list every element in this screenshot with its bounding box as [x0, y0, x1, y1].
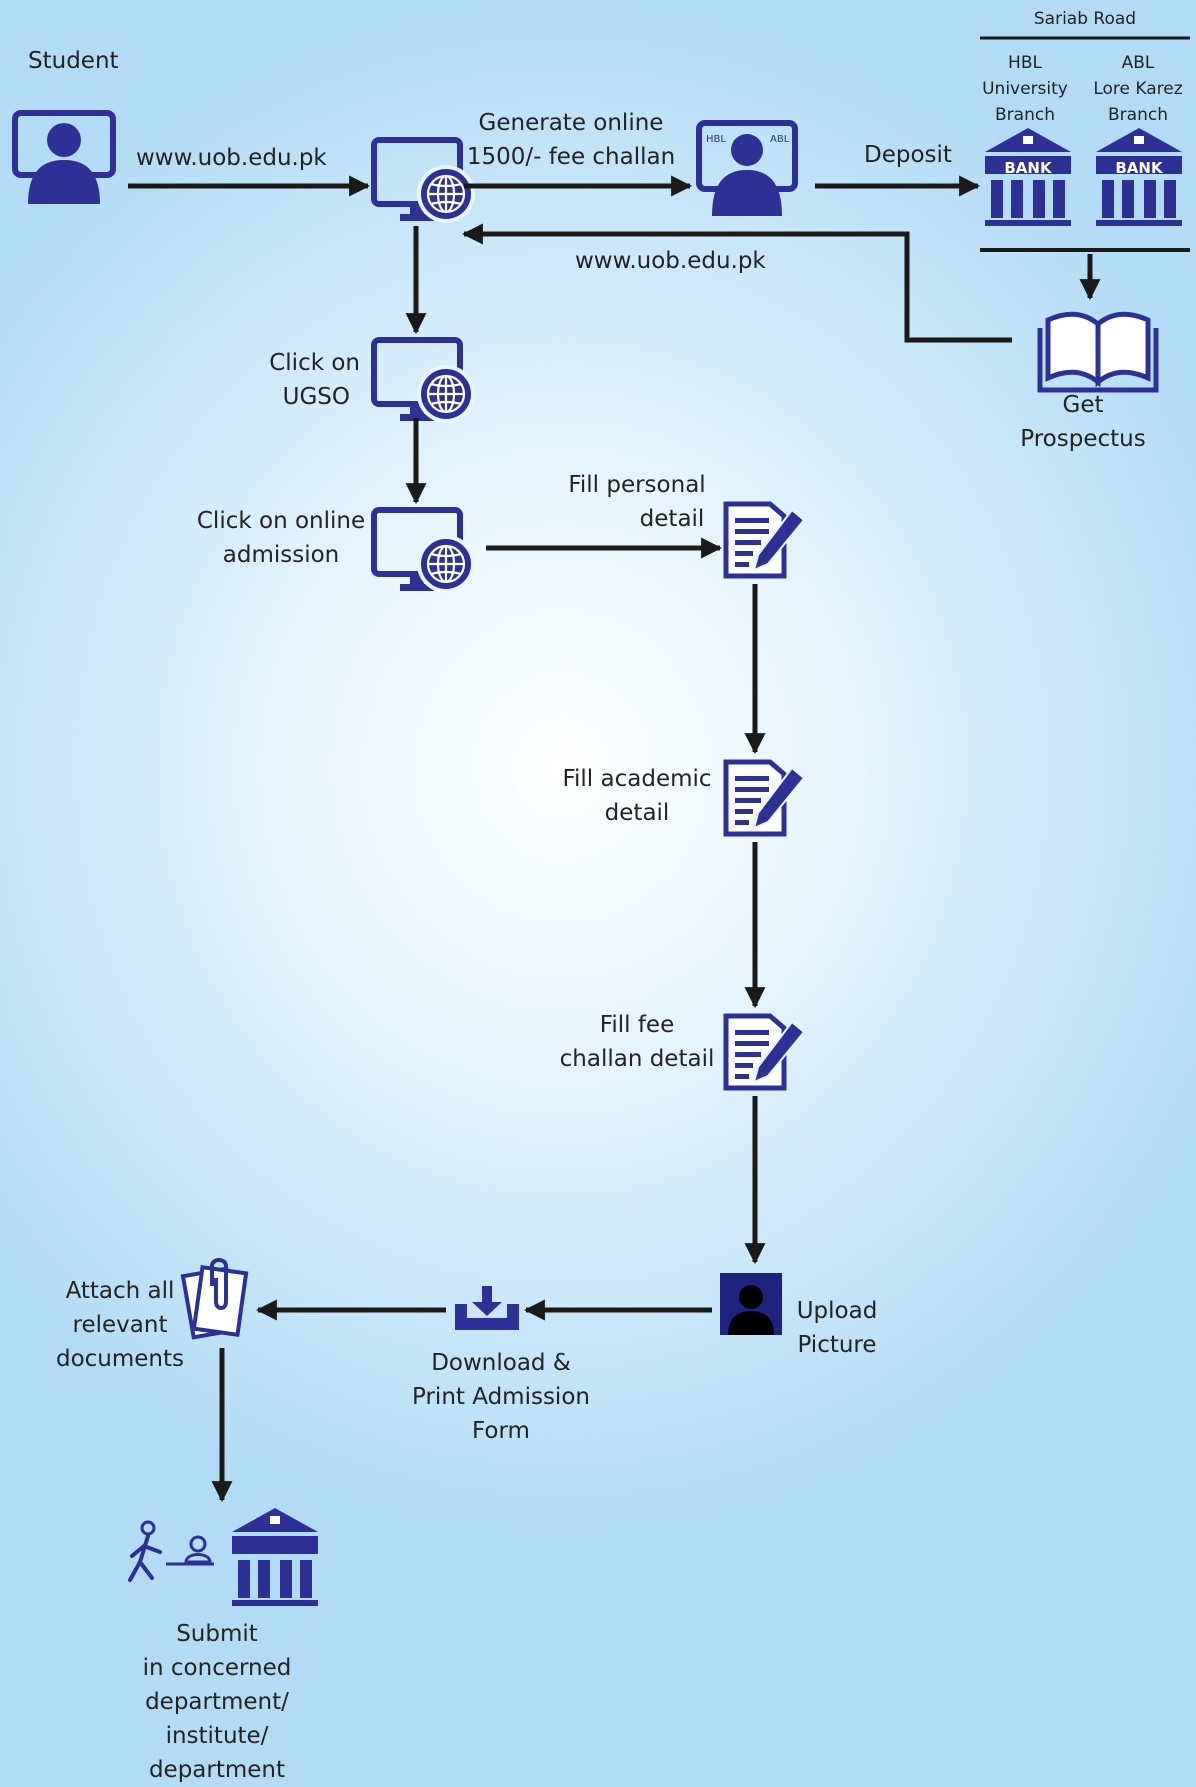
ugso-line-1: Click on — [269, 350, 360, 376]
attach-line-1: Attach all — [65, 1278, 175, 1304]
academic-detail-label: Fill academic detail — [550, 762, 724, 830]
hbl-line-3: Branch — [995, 105, 1055, 125]
form-edit-icon-academic — [726, 762, 804, 834]
abl-line-1: ABL — [1121, 53, 1155, 73]
attach-line-3: documents — [55, 1346, 185, 1372]
prospectus-line-2: Prospectus — [1020, 426, 1146, 452]
paperclip-documents-icon — [180, 1258, 249, 1340]
generate-line-1: Generate online — [478, 110, 664, 136]
person-walking-desk-icon — [128, 1520, 214, 1582]
academic-line-1: Fill academic — [562, 766, 712, 792]
person-monitor-icon — [12, 110, 116, 204]
url-label: www.uob.edu.pk — [136, 145, 327, 171]
ugso-web-monitor-icon — [374, 340, 473, 421]
attach-documents-label: Attach all relevant documents — [40, 1274, 200, 1376]
deposit-label: Deposit — [864, 142, 952, 168]
submit-label: Submit in concerned department/ institut… — [122, 1617, 312, 1787]
submit-line-2: in concerned — [142, 1655, 292, 1681]
personal-line-1: Fill personal — [568, 472, 706, 498]
academic-line-2: detail — [604, 800, 670, 826]
personal-detail-label: Fill personal detail — [552, 468, 722, 536]
online-line-1: Click on online — [196, 508, 366, 534]
bank-icon-hbl — [985, 128, 1071, 226]
submit-line-5: department — [148, 1757, 286, 1783]
fee-line-1: Fill fee — [599, 1012, 675, 1038]
personal-line-2: detail — [639, 506, 705, 532]
arrow-prospectus-to-web — [461, 223, 1012, 343]
screen-hbl-text: HBL — [706, 134, 726, 145]
bank-sign-hbl: BANK — [1004, 159, 1053, 177]
generate-line-2: 1500/- fee challan — [466, 144, 676, 170]
attach-line-2: relevant — [72, 1312, 168, 1338]
download-line-2: Print Admission — [412, 1384, 590, 1410]
upload-line-2: Picture — [797, 1332, 877, 1358]
online-line-2: admission — [222, 542, 340, 568]
form-edit-icon-fee — [726, 1016, 804, 1088]
department-bank-icon — [232, 1508, 318, 1606]
ugso-label: Click on UGSO — [200, 346, 360, 414]
screen-abl-text: ABL — [770, 134, 790, 145]
download-print-label: Download & Print Admission Form — [396, 1346, 606, 1448]
submit-line-4: institute/ — [165, 1723, 269, 1749]
download-tray-icon — [455, 1286, 519, 1330]
web-monitor-icon — [374, 140, 473, 221]
online-admission-label: Click on online admission — [186, 504, 376, 572]
bank-sign-abl: BANK — [1115, 159, 1164, 177]
road-label: Sariab Road — [1033, 9, 1137, 29]
ugso-line-2: UGSO — [282, 384, 350, 410]
abl-line-3: Branch — [1108, 105, 1168, 125]
fee-challan-label: Fill fee challan detail — [546, 1008, 728, 1076]
hbl-line-2: University — [982, 79, 1068, 99]
profile-picture-icon — [720, 1273, 782, 1335]
submit-line-3: department/ — [145, 1689, 289, 1715]
challan-monitor-icon — [696, 120, 798, 216]
upload-picture-label: Upload Picture — [782, 1294, 892, 1362]
student-label: Student — [28, 48, 119, 74]
hbl-branch-label: HBL University Branch — [970, 50, 1080, 128]
download-line-3: Form — [472, 1418, 530, 1444]
upload-line-1: Upload — [796, 1298, 878, 1324]
bank-icon-abl — [1096, 128, 1182, 226]
submit-line-1: Submit — [176, 1621, 258, 1647]
fee-line-2: challan detail — [559, 1046, 715, 1072]
online-admission-web-monitor-icon — [374, 510, 473, 591]
abl-line-2: Lore Karez — [1093, 79, 1183, 99]
form-edit-icon-personal — [726, 504, 804, 576]
generate-challan-label: Generate online 1500/- fee challan — [466, 106, 676, 174]
prospectus-label: Get Prospectus — [1000, 388, 1166, 456]
hbl-line-1: HBL — [1008, 53, 1042, 73]
return-url-label: www.uob.edu.pk — [575, 248, 766, 274]
download-line-1: Download & — [431, 1350, 571, 1376]
prospectus-line-1: Get — [1062, 392, 1104, 418]
open-book-icon — [1037, 311, 1159, 393]
abl-branch-label: ABL Lore Karez Branch — [1082, 50, 1194, 128]
